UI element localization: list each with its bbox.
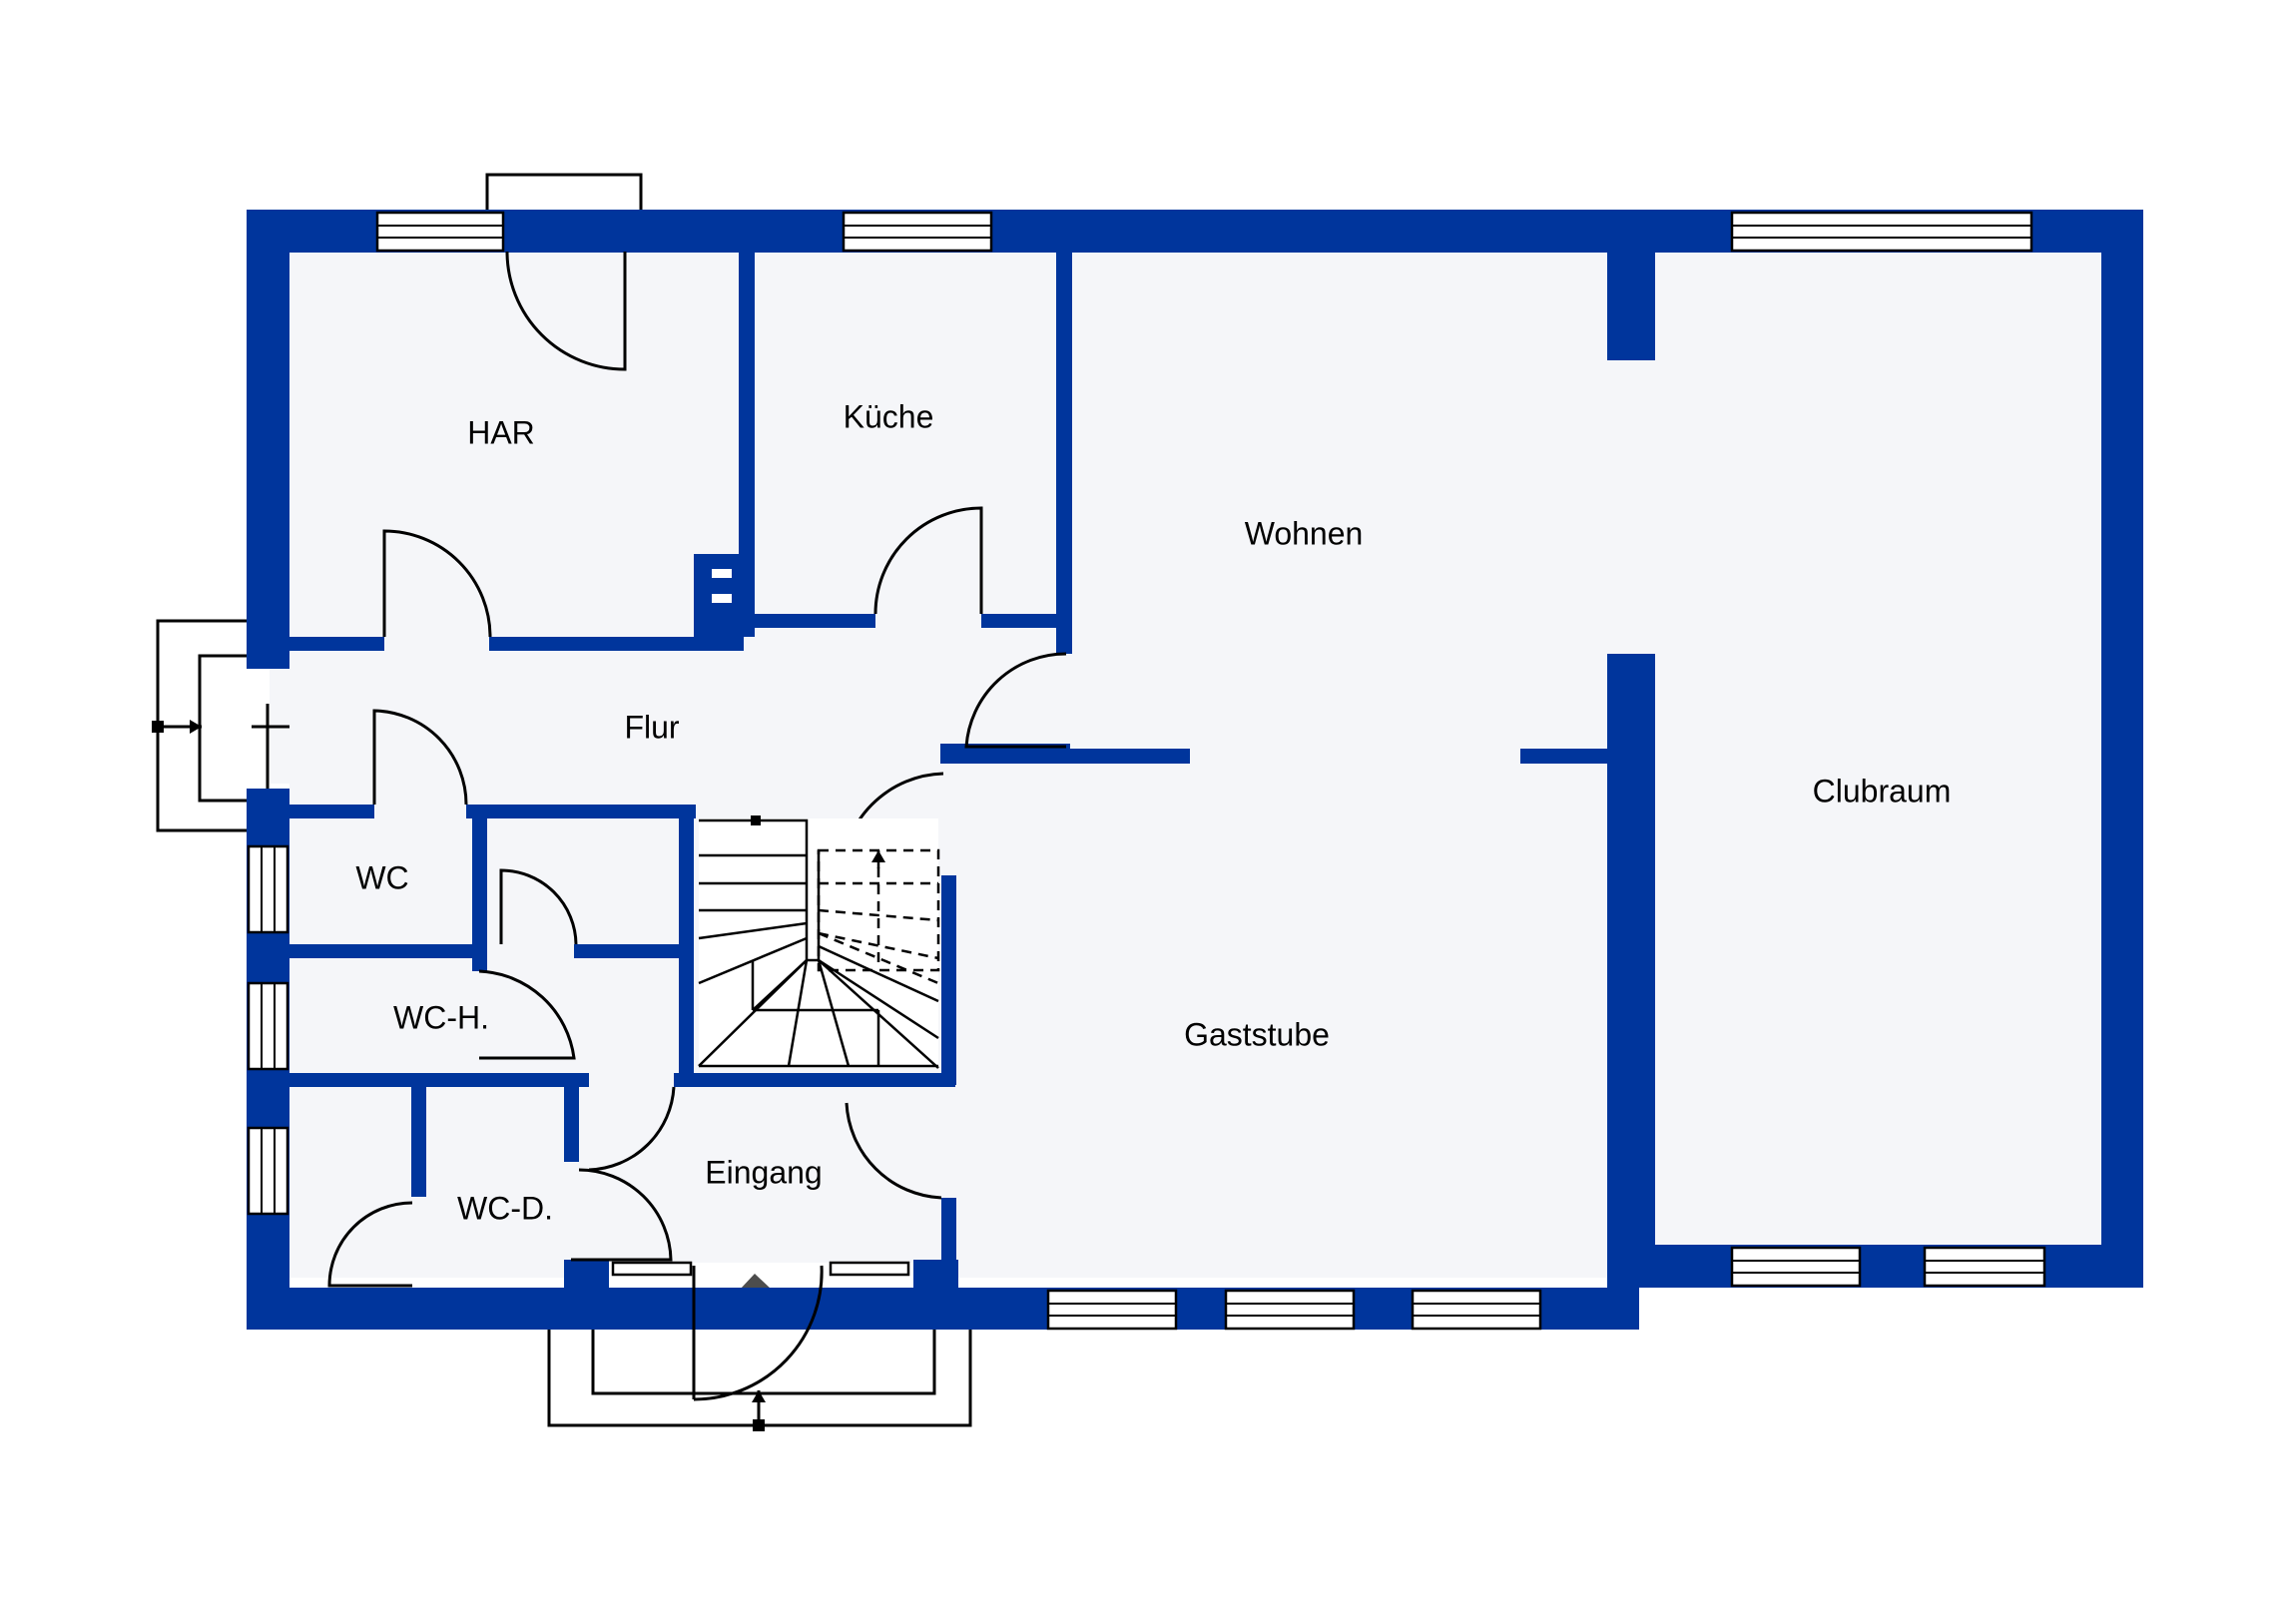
window-clubraum-top bbox=[1730, 211, 2033, 253]
floor-area bbox=[270, 248, 2101, 1392]
room-label-wc-h: WC-H. bbox=[393, 999, 489, 1035]
room-label-clubraum: Clubraum bbox=[1813, 773, 1952, 809]
window-har-top bbox=[375, 211, 505, 253]
room-label-gaststube: Gaststube bbox=[1184, 1016, 1330, 1052]
room-label-flur: Flur bbox=[624, 709, 679, 745]
staircase bbox=[698, 815, 940, 1069]
room-labels: HAR Küche Wohnen Flur Clubraum WC WC-H. … bbox=[355, 398, 1951, 1226]
room-label-wc: WC bbox=[355, 859, 408, 895]
window-wc-h-left bbox=[247, 981, 289, 1071]
window-gaststube-bottom-1 bbox=[1046, 1289, 1178, 1331]
window-kueche-top bbox=[842, 211, 993, 253]
walls bbox=[247, 210, 2143, 1330]
window-gaststube-bottom-3 bbox=[1411, 1289, 1542, 1331]
window-entry-right bbox=[829, 1261, 910, 1277]
room-label-wohnen: Wohnen bbox=[1245, 515, 1364, 551]
window-gaststube-bottom-2 bbox=[1224, 1289, 1356, 1331]
room-label-har: HAR bbox=[467, 414, 535, 450]
room-label-eingang: Eingang bbox=[705, 1154, 822, 1190]
window-wc-d-left bbox=[247, 1126, 289, 1216]
room-label-kueche: Küche bbox=[844, 398, 934, 434]
window-clubraum-bottom-1 bbox=[1730, 1246, 1862, 1288]
window-entry-left bbox=[611, 1261, 693, 1277]
room-label-wc-d: WC-D. bbox=[457, 1190, 553, 1226]
chimney-vents bbox=[712, 569, 732, 603]
window-wc-left bbox=[247, 844, 289, 934]
doors bbox=[327, 251, 1067, 1401]
windows bbox=[247, 211, 2046, 1331]
window-clubraum-bottom-2 bbox=[1923, 1246, 2046, 1288]
